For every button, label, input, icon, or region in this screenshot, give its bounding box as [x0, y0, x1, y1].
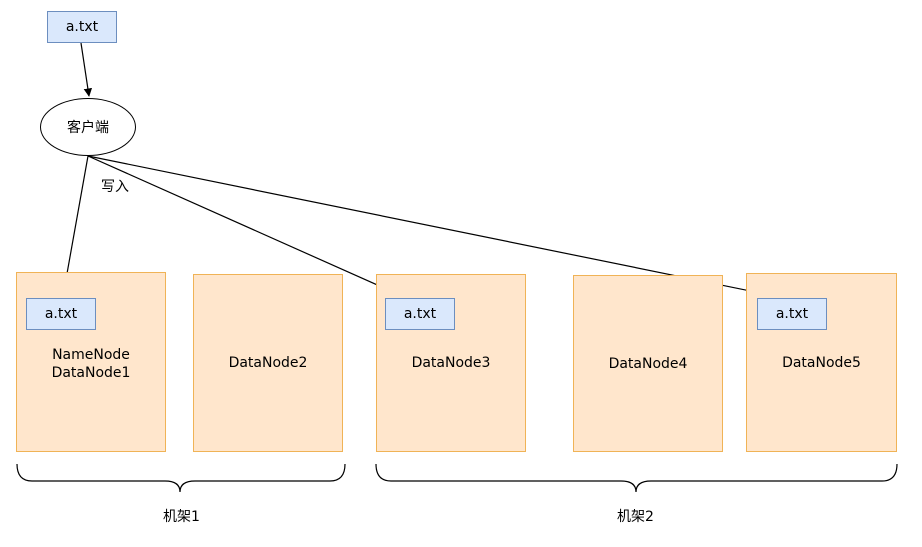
rack-2-label: 机架2	[617, 509, 654, 525]
rack-1-brace	[16, 463, 346, 493]
datanode-2-box[interactable]: DataNode2	[193, 274, 343, 452]
datanode-1-box[interactable]: a.txt NameNode DataNode1	[16, 272, 166, 452]
source-file-box[interactable]: a.txt	[47, 11, 117, 43]
datanode-1-file[interactable]: a.txt	[26, 298, 96, 330]
datanode-5-file[interactable]: a.txt	[757, 298, 827, 330]
datanode-3-box[interactable]: a.txt DataNode3	[376, 274, 526, 452]
rack-1-label: 机架1	[163, 509, 200, 525]
arrow-client-to-datanode5	[87, 155, 776, 299]
rack-2-brace	[375, 463, 898, 493]
datanode-3-label: DataNode3	[411, 355, 491, 371]
datanode-5-file-label: a.txt	[775, 306, 809, 322]
client-node[interactable]: 客户端	[40, 98, 136, 156]
write-label: 写入	[101, 179, 129, 195]
datanode-5-label: DataNode5	[782, 355, 861, 371]
datanode-3-file-label: a.txt	[403, 306, 437, 322]
datanode-4-label: DataNode4	[608, 356, 688, 372]
datanode-5-box[interactable]: a.txt DataNode5	[746, 273, 897, 452]
datanode-4-box[interactable]: DataNode4	[573, 275, 723, 452]
client-label: 客户端	[67, 120, 109, 136]
source-file-label: a.txt	[65, 19, 99, 35]
datanode-1-file-label: a.txt	[44, 306, 78, 322]
datanode-1-label: NameNode DataNode1	[51, 347, 131, 381]
arrow-file-to-client	[80, 42, 93, 97]
arrow-client-to-datanode3	[87, 155, 403, 297]
datanode-2-label: DataNode2	[228, 355, 308, 371]
datanode-3-file[interactable]: a.txt	[385, 298, 455, 330]
